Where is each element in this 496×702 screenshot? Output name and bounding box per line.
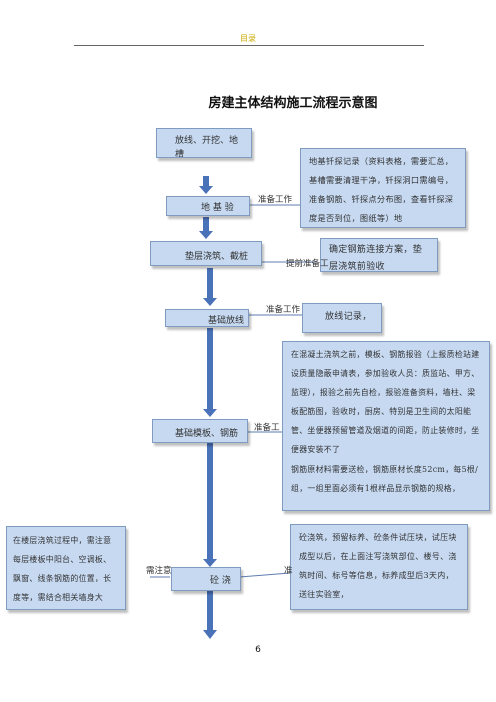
step-foundation-inspection: 地 基 验 xyxy=(166,196,250,216)
note-concrete-specimens: 砼浇筑，预留标养、砼条件试压块，试压块成型以后，在上面注写浇筑部位、楼号、浇筑时… xyxy=(290,524,468,610)
step-formwork-rebar-label: 基础模板、钢筋 xyxy=(175,429,239,439)
step-staking-excavation-label: 放线、开挖、地槽 xyxy=(175,136,239,158)
note-concrete-specimens-text: 砼浇筑，预留标养、砼条件试压块，试压块成型以后，在上面注写浇筑部位、楼号、浇筑时… xyxy=(299,533,457,599)
note-layout-record: 放线记录， xyxy=(302,303,382,333)
step-foundation-layout-label: 基础放线 xyxy=(208,316,245,326)
flow-arrow-2 xyxy=(199,217,213,239)
flow-arrow-3 xyxy=(203,268,217,306)
connector-label-5: 需注意 xyxy=(146,566,172,576)
step-staking-excavation: 放线、开挖、地槽 xyxy=(156,128,252,158)
connector-label-2: 提前准备工 xyxy=(286,259,329,269)
note-rebar-sample-text: 钢筋原材料需要送检，钢筋原材长度52cm，每5根/组，一组里面必须有1根样品显示… xyxy=(291,465,479,493)
page-title: 房建主体结构施工流程示意图 xyxy=(208,96,378,111)
note-foundation-probe-record: 地基钎探记录（资料表格，需要汇总，基槽需要清理干净，钎探洞口需编号，准备钢筋、钎… xyxy=(300,148,466,228)
step-cushion-pile-cutting: 垫层浇筑、截桩 xyxy=(150,241,262,266)
note-foundation-probe-record-text: 地基钎探记录（资料表格，需要汇总，基槽需要清理干净，钎探洞口需编号，准备钢筋、钎… xyxy=(309,156,454,223)
note-floor-pour-attention: 在楼层浇筑过程中，需注意每层楼板中阳台、空调板、飘窗、线条钢筋的位置，长度等，需… xyxy=(6,526,126,610)
step-formwork-rebar: 基础模板、钢筋 xyxy=(152,419,248,443)
connector-label-3: 准备工作 xyxy=(266,305,301,315)
step-cushion-pile-cutting-label: 垫层浇筑、截桩 xyxy=(185,252,249,262)
note-floor-pour-attention-text: 在楼层浇筑过程中，需注意每层楼板中阳台、空调板、飘窗、线条钢筋的位置，长度等，需… xyxy=(13,536,112,602)
step-foundation-layout: 基础放线 xyxy=(165,309,249,327)
flow-arrow-4 xyxy=(203,328,217,417)
note-rebar-connection: 确定钢筋连接方案，垫层浇筑前验收 xyxy=(320,238,438,272)
flow-arrow-5 xyxy=(203,443,217,567)
step-concrete-pour-label: 砼 浇 xyxy=(210,576,231,586)
note-rebar-connection-text: 确定钢筋连接方案，垫层浇筑前验收 xyxy=(329,245,423,272)
flow-arrow-1 xyxy=(199,176,213,194)
step-concrete-pour: 砼 浇 xyxy=(171,567,241,591)
note-inspection-before-pour: 在混凝土浇筑之前，模板、钢筋报验（上报质检站建设质量隐蔽申请表，参加验收人员：质… xyxy=(282,341,490,511)
header-rule xyxy=(74,45,424,46)
flow-arrow-6 xyxy=(203,591,217,639)
connector-label-6: 准 xyxy=(284,566,293,576)
page-number: 6 xyxy=(255,645,261,655)
note-layout-record-text: 放线记录， xyxy=(325,312,372,322)
header-label: 目录 xyxy=(240,34,256,43)
note-inspection-text: 在混凝土浇筑之前，模板、钢筋报验（上报质检站建设质量隐蔽申请表，参加验收人员：质… xyxy=(291,350,480,454)
step-foundation-inspection-label: 地 基 验 xyxy=(201,203,234,213)
connector-label-4: 准备工 xyxy=(254,423,280,433)
connector-label-1: 准备工作 xyxy=(258,195,293,205)
